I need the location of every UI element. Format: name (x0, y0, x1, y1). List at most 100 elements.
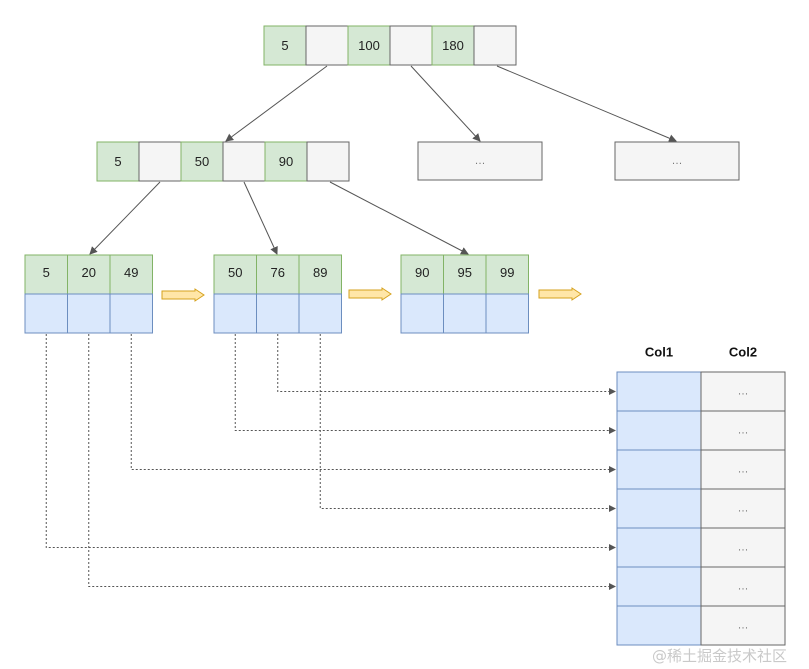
column-header: Col2 (729, 345, 757, 360)
leaf-key-cell (213, 254, 257, 295)
leaf-key-cell (256, 254, 300, 295)
next-leaf-arrow (348, 287, 392, 301)
tree-nodes: 5 100 180 5 50 90 … … 5 20 49 50 76 89 90 95 99 (24, 25, 740, 334)
col1-cell (616, 527, 702, 568)
root-node: 5 100 180 (263, 25, 517, 66)
pointer-link (319, 334, 616, 512)
leaf-key-cell (298, 254, 342, 295)
leaf-pointer-cell (256, 293, 300, 334)
leaf-key-cell (485, 254, 529, 295)
leaf-key-label: 76 (271, 265, 285, 280)
col2-value: … (738, 464, 749, 476)
index-pointer-links (45, 334, 616, 590)
col2-cell (700, 410, 786, 451)
internal-node: 5 50 90 (96, 141, 350, 182)
leaf-key-label: 50 (228, 265, 242, 280)
ellipsis-node-box (614, 141, 740, 181)
pointer-cell (473, 25, 517, 66)
col2-value: … (738, 542, 749, 554)
pointer-link (45, 334, 616, 551)
pointer-cell (306, 141, 350, 182)
col1-cell (616, 488, 702, 529)
table-row: … (616, 410, 786, 451)
tree-edge (329, 181, 469, 255)
table-row: … (616, 527, 786, 568)
ellipsis-label: … (672, 155, 683, 167)
leaf-node: 90 95 99 (400, 254, 529, 334)
col2-cell (700, 566, 786, 607)
leaf-pointer-cell (298, 293, 342, 334)
data-table: Col1 Col2 … … … … … … … (616, 345, 786, 646)
col1-cell (616, 410, 702, 451)
leaf-pointer-cell (443, 293, 487, 334)
col1-cell (616, 371, 702, 412)
col1-cell (616, 566, 702, 607)
key-label: 90 (279, 154, 293, 169)
pointer-cell (305, 25, 349, 66)
leaf-pointer-cell (400, 293, 444, 334)
leaf-key-cell (400, 254, 444, 295)
leaf-key-label: 5 (43, 265, 50, 280)
leaf-key-label: 89 (313, 265, 327, 280)
next-leaf-arrow (161, 288, 205, 302)
ellipsis-node: … (417, 141, 543, 181)
col1-cell (616, 605, 702, 646)
leaf-key-label: 49 (124, 265, 138, 280)
key-label: 5 (114, 154, 121, 169)
next-leaf-arrow (538, 287, 582, 301)
key-cell (180, 141, 224, 182)
key-cell (264, 141, 308, 182)
tree-edge (410, 65, 481, 142)
leaf-key-label: 95 (458, 265, 472, 280)
col2-value: … (738, 620, 749, 632)
tree-edges (89, 65, 677, 255)
key-label: 50 (195, 154, 209, 169)
pointer-link (277, 334, 616, 395)
pointer-link (88, 334, 616, 590)
tree-edge (225, 65, 328, 142)
pointer-cell (138, 141, 182, 182)
tree-edge (496, 65, 677, 142)
col2-cell (700, 488, 786, 529)
leaf-pointer-cell (67, 293, 111, 334)
pointer-link (234, 334, 616, 434)
key-label: 180 (442, 38, 464, 53)
table-row: … (616, 488, 786, 529)
col2-cell (700, 605, 786, 646)
ellipsis-node: … (614, 141, 740, 181)
table-row: … (616, 605, 786, 646)
leaf-key-label: 20 (82, 265, 96, 280)
tree-edge (243, 181, 278, 255)
column-header: Col1 (645, 345, 673, 360)
leaf-pointer-cell (485, 293, 529, 334)
pointer-link (130, 334, 616, 473)
col1-cell (616, 449, 702, 490)
leaf-node: 5 20 49 (24, 254, 153, 334)
leaf-key-cell (443, 254, 487, 295)
pointer-cell (222, 141, 266, 182)
col2-value: … (738, 503, 749, 515)
key-label: 5 (281, 38, 288, 53)
ellipsis-node-box (417, 141, 543, 181)
leaf-pointer-cell (24, 293, 68, 334)
col2-value: … (738, 386, 749, 398)
leaf-node: 50 76 89 (213, 254, 342, 334)
key-label: 100 (358, 38, 380, 53)
leaf-key-label: 90 (415, 265, 429, 280)
leaf-key-cell (67, 254, 111, 295)
watermark-text: @稀土掘金技术社区 (652, 647, 787, 665)
ellipsis-label: … (475, 155, 486, 167)
col2-cell (700, 449, 786, 490)
table-row: … (616, 371, 786, 412)
leaf-pointer-cell (213, 293, 257, 334)
col2-value: … (738, 581, 749, 593)
key-cell (431, 25, 475, 66)
leaf-pointer-cell (109, 293, 153, 334)
key-cell (347, 25, 391, 66)
col2-cell (700, 527, 786, 568)
tree-edge (89, 181, 161, 255)
leaf-key-label: 99 (500, 265, 514, 280)
table-row: … (616, 566, 786, 607)
pointer-cell (389, 25, 433, 66)
